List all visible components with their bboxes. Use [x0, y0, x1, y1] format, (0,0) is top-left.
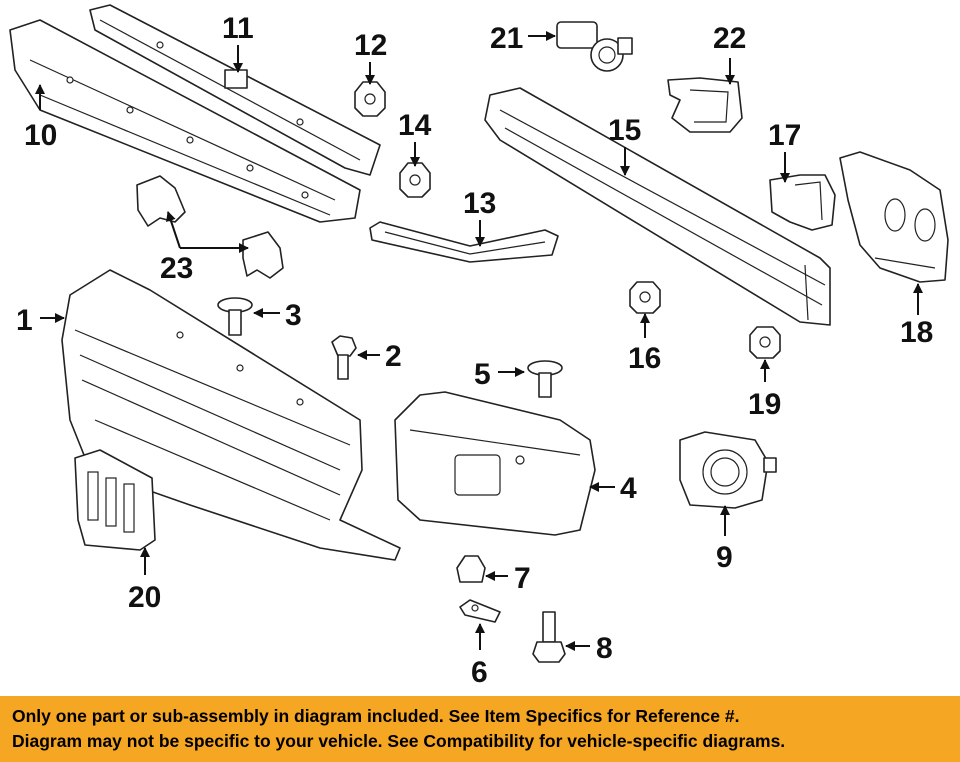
part-12-nut [354, 81, 386, 117]
part-4-bumper-end [394, 391, 596, 536]
part-22-bracket [667, 77, 743, 133]
callout-16: 16 [628, 342, 661, 375]
callout-1: 1 [16, 304, 33, 337]
part-16-nut [629, 281, 661, 314]
callout-5: 5 [474, 358, 491, 391]
part-8-bolt [532, 611, 566, 663]
part-14-nut [399, 162, 431, 198]
callout-7: 7 [514, 562, 531, 595]
callout-17: 17 [768, 119, 801, 152]
callout-9: 9 [716, 541, 733, 574]
disclaimer-banner: Only one part or sub-assembly in diagram… [0, 696, 960, 762]
callout-23: 23 [160, 252, 193, 285]
callout-3: 3 [285, 299, 302, 332]
callout-8: 8 [596, 632, 613, 665]
part-6-retainer [459, 599, 501, 623]
part-13-strip [369, 221, 559, 263]
callout-12: 12 [354, 29, 387, 62]
callout-14: 14 [398, 109, 432, 142]
disclaimer-line-1: Only one part or sub-assembly in diagram… [12, 706, 740, 726]
part-5-clip [527, 360, 563, 398]
callout-21: 21 [490, 22, 523, 55]
callout-20: 20 [128, 581, 161, 614]
part-7-clip [456, 555, 486, 583]
part-21-sensor [556, 21, 633, 72]
callout-22: 22 [713, 22, 746, 55]
part-3-clip [217, 297, 253, 336]
callout-15: 15 [608, 114, 641, 147]
callout-10: 10 [24, 119, 57, 152]
bumper-parts-diagram: 10 11 12 14 13 21 22 15 17 18 16 19 23 1… [9, 4, 949, 689]
part-19-nut [749, 326, 781, 359]
part-17-bracket [769, 174, 836, 231]
leader-lines [35, 31, 923, 651]
callout-13: 13 [463, 187, 496, 220]
part-2-bolt [331, 335, 357, 380]
callout-labels: 10 11 12 14 13 21 22 15 17 18 16 19 23 1… [16, 12, 933, 689]
disclaimer-line-2: Diagram may not be specific to your vehi… [12, 731, 786, 751]
callout-4: 4 [620, 472, 637, 505]
callout-18: 18 [900, 316, 933, 349]
part-18-side-bracket [839, 151, 949, 283]
callout-6: 6 [471, 656, 488, 689]
callout-19: 19 [748, 388, 781, 421]
part-10-reinforcement [9, 19, 361, 223]
part-15-reinforcement [484, 87, 831, 326]
callout-11: 11 [222, 12, 254, 45]
part-20-license-bracket [74, 449, 156, 551]
part-9-fog-lamp-bezel [679, 431, 777, 509]
callout-2: 2 [385, 340, 402, 373]
